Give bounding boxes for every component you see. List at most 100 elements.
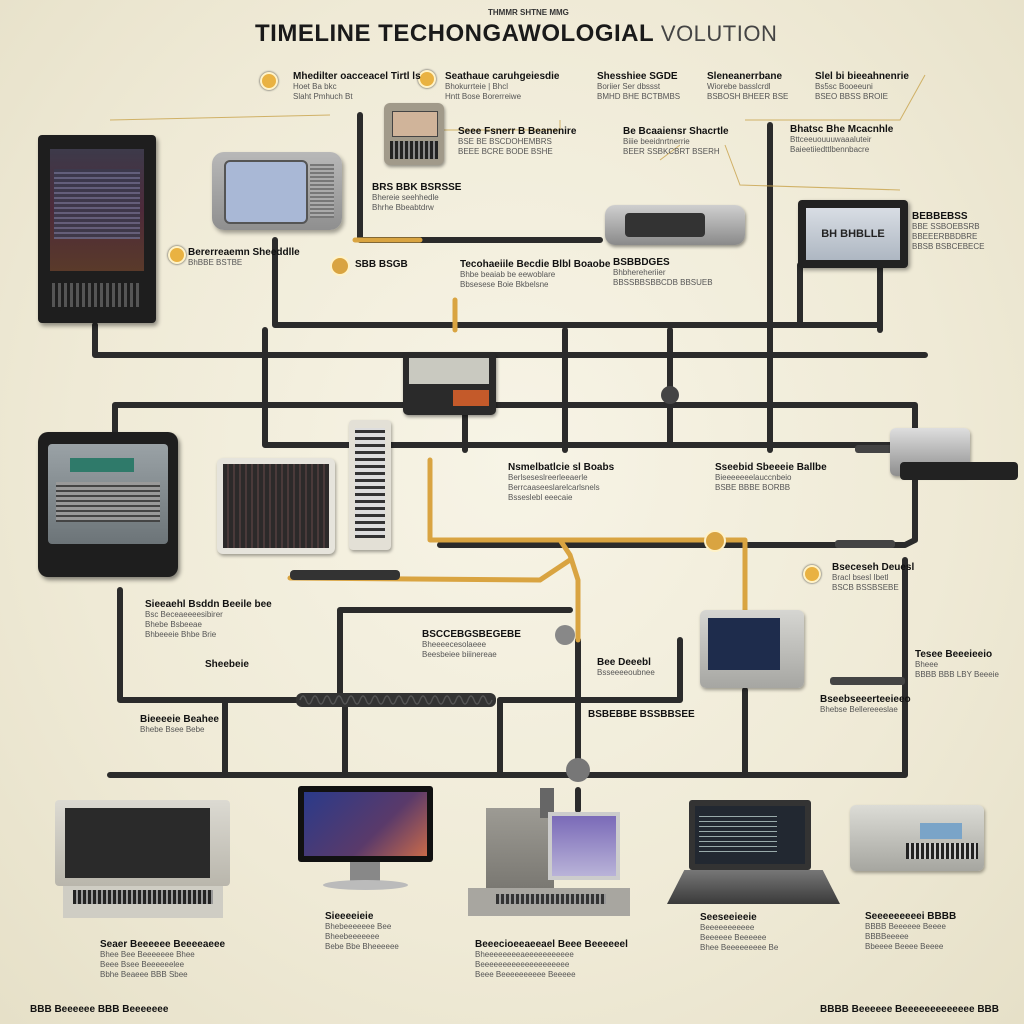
timeline-label-detail: Boriier Ser dbssst: [597, 82, 661, 91]
timeline-label-detail: Beee Beeeeeeeeee Beeeee: [475, 970, 576, 979]
timeline-label-detail: Beesbeiee biiinereae: [422, 650, 497, 659]
timeline-label-heading: Seaer Beeeeee Beeeeaeee: [100, 939, 226, 950]
timeline-label-detail: Bheeeecesolaeee: [422, 640, 487, 649]
timeline-label-detail: Berlseseslreerleeaerle: [508, 473, 588, 482]
timeline-label: Sheebeie: [205, 660, 249, 670]
printer-display: [920, 823, 962, 839]
timeline-label-detail: Beeeeeeeeeeeeeeeeeeee: [475, 960, 570, 969]
timeline-label-heading: Tesee Beeeieeio: [915, 649, 993, 660]
timeline-label-heading: Bererreaemn Sheeddlle: [188, 247, 300, 258]
timeline-label-heading: Sseebid Sbeeeie Ballbe: [715, 462, 827, 473]
timeline-label-detail: Bheee: [915, 660, 939, 669]
timeline-label-detail: Bhbe beaiab be eewoblare: [460, 270, 556, 279]
timeline-label-heading: Bseceseh Deuesl: [832, 562, 915, 573]
flatscreen-text: BH BHBLLE: [821, 228, 885, 240]
timeline-label-detail: Bsc Beceaeeeesibirer: [145, 610, 223, 619]
timeline-label-detail: Bhereie seehhedle: [372, 193, 439, 202]
laptop: [667, 800, 840, 906]
crt-monitor: [212, 152, 342, 230]
timeline-label-detail: Bttceeuouuuwaaaluteir: [790, 135, 872, 144]
timeline-label-detail: Bheeeeeeeeaeeeeeeeeeee: [475, 950, 574, 959]
desktop-screen: [304, 792, 427, 856]
timeline-label-detail: Bhee Beeeeeeeee Be: [700, 943, 779, 952]
timeline-label: SBB BSGB: [355, 260, 408, 270]
timeline-label-detail: BEER SSBKCBRT BSERH: [623, 147, 720, 156]
timeline-marker: [418, 70, 436, 88]
timeline-label-heading: Bee Deeebl: [597, 657, 651, 668]
page-title-thin: VOLUTION: [660, 21, 778, 46]
timeline-marker: [803, 565, 821, 583]
timeline-label-detail: BBBB BBB LBY Beeeie: [915, 670, 999, 679]
timeline-marker: [168, 246, 186, 264]
timeline-label-detail: Berrcaaseeslarelcarlsnels: [508, 483, 600, 492]
square-panel-device: [217, 458, 335, 554]
timeline-label-detail: BSBOSH BHEER BSE: [707, 92, 789, 101]
timeline-label-detail: BEEE BCRE BODE BSHE: [458, 147, 553, 156]
timeline-label-detail: BhBBE BSTBE: [188, 258, 243, 267]
timeline-label-detail: Bhrhe Bbeabtdrw: [372, 203, 434, 212]
portable-screen: [708, 618, 780, 670]
timeline-label-detail: BBE SSBOEBSRB: [912, 222, 980, 231]
timeline-label-detail: BSCB BSSBSEBE: [832, 583, 899, 592]
terminal-screen: [48, 444, 168, 544]
page-title: TIMELINE TECHONGAWOLOGIAL VOLUTION: [255, 20, 777, 48]
timeline-label-detail: Beeeeeeeeeee: [700, 923, 755, 932]
timeline-label-heading: SBB BSGB: [355, 259, 408, 270]
timeline-label-detail: Bbhe Beaeee BBB Sbee: [100, 970, 188, 979]
flatscreen-tv: BH BHBLLE: [798, 200, 908, 268]
timeline-label: BBB Beeeeee BBB Beeeeeee: [30, 1005, 168, 1015]
timeline-label-heading: Sheebeie: [205, 659, 249, 670]
timeline-label-detail: BBSSBBSBBCDB BBSUEB: [613, 278, 713, 287]
timeline-label-detail: Bsseslebl eeecaie: [508, 493, 573, 502]
timeline-label-detail: Bhbhereheriier: [613, 268, 666, 277]
timeline-label-detail: BBBBeeeee: [865, 932, 909, 941]
timeline-label-heading: Nsmelbatlcie sl Boabs: [508, 462, 615, 473]
timeline-label-heading: Seeseeieeie: [700, 912, 757, 923]
cassette-player: [605, 205, 745, 245]
timeline-label-detail: Hntt Bose Borerreiwe: [445, 92, 522, 101]
timeline-label-detail: Beeeeee Beeeeee: [700, 933, 767, 942]
timeline-label-detail: Bsseeeeoubnee: [597, 668, 655, 677]
timeline-label-detail: BBSB BSBCEBECE: [912, 242, 985, 251]
timeline-label-detail: Slaht Pmhuch Bt: [293, 92, 353, 101]
left-crt-terminal: [38, 432, 178, 577]
timeline-label-detail: Bs5sc Booeeuni: [815, 82, 873, 91]
timeline-label-detail: Bheebeeeeeee: [325, 932, 380, 941]
portable-screen-device: [700, 610, 804, 688]
timeline-label-heading: BSBBDGES: [613, 257, 670, 268]
timeline-label: BBBB Beeeeee Beeeeeeeeeeeee BBB: [820, 1005, 999, 1015]
timeline-label-heading: Bieeeeie Beahee: [140, 714, 219, 725]
timeline-label-heading: BBBB Beeeeee Beeeeeeeeeeeee BBB: [820, 1004, 999, 1015]
timeline-label-heading: BEBBEBSS: [912, 211, 968, 222]
timeline-label-heading: Slel bi bieeahnenrie: [815, 71, 909, 82]
timeline-label-detail: Bhbeeeie Bhbe Brie: [145, 630, 217, 639]
timeline-label-detail: BMHD BHE BCTBMBS: [597, 92, 681, 101]
timeline-label-heading: Mhedilter oacceacel Tirtl ls: [293, 71, 421, 82]
timeline-label-heading: Sieeaehl Bsddn Beeile bee: [145, 599, 272, 610]
projector-arm: [900, 462, 1018, 480]
timeline-label-detail: Baieetiiedttlbennbacre: [790, 145, 870, 154]
timeline-label-heading: Bseebseeerteeieeo: [820, 694, 911, 705]
timeline-label-detail: BSBE BBBE BORBB: [715, 483, 791, 492]
timeline-label-detail: Biiie beeidnrtnerrie: [623, 137, 690, 146]
pc-screen: [548, 812, 620, 880]
timeline-label-heading: Seeeeeeeeei BBBB: [865, 911, 957, 922]
timeline-label-heading: Tecohaeiile Becdie Blbl Boaobe: [460, 259, 611, 270]
